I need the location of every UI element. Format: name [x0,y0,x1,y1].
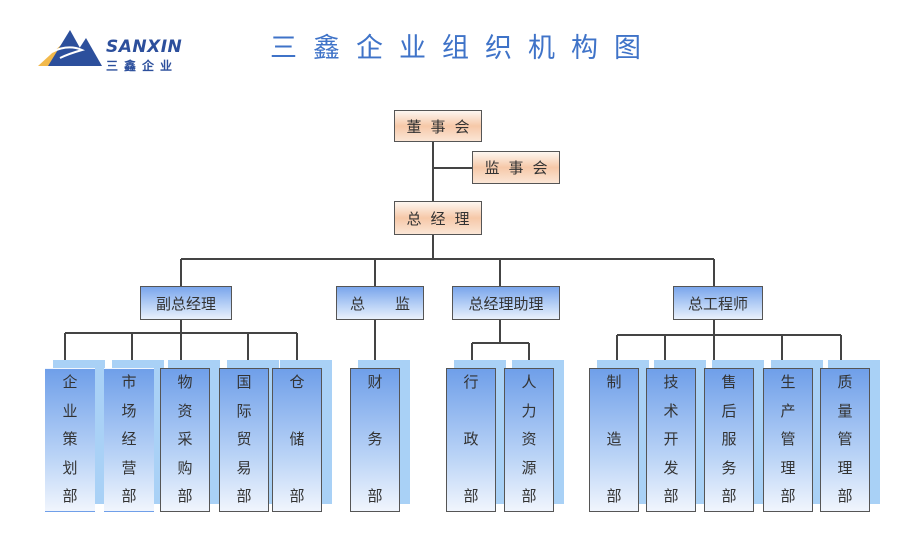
mountain-logo-icon [38,30,102,66]
department-char: 市 [121,373,137,391]
department-box[interactable]: 国际贸易部 [219,368,269,512]
logo-brand-en: SANXIN [106,37,183,57]
department-char: 购 [177,458,193,477]
board-of-supervisors-box[interactable]: 监事会 [472,151,560,184]
department-char: 资 [177,401,193,420]
director-box[interactable]: 总 监 [336,286,424,320]
department-char: 源 [521,458,537,477]
general-manager-box[interactable]: 总经理 [394,201,482,235]
department-item[interactable]: 国际贸易部 [219,360,279,512]
department-char: 造 [606,430,622,448]
department-char: 力 [521,401,537,420]
department-char: 产 [780,401,796,420]
department-char: 部 [463,487,479,505]
department-char: 采 [177,430,193,448]
department-char: 后 [721,401,737,420]
department-item[interactable]: 仓储部 [272,360,332,512]
department-box[interactable]: 技术开发部 [646,368,696,512]
department-char: 务 [721,458,737,477]
department-char: 际 [236,401,252,420]
department-char: 资 [521,430,537,448]
department-char: 制 [606,373,622,391]
department-char: 人 [521,373,537,391]
department-box[interactable]: 物资采购部 [160,368,210,512]
department-char: 企 [62,373,78,391]
company-logo: SANXIN 三鑫企业 [38,26,208,74]
department-char: 财 [367,373,383,391]
department-char: 国 [236,373,252,391]
department-item[interactable]: 售后服务部 [704,360,764,512]
department-char: 仓 [289,373,305,391]
department-char: 易 [236,458,252,477]
department-char: 部 [121,487,137,505]
department-box[interactable]: 仓储部 [272,368,322,512]
department-item[interactable]: 物资采购部 [160,360,220,512]
department-char: 经 [121,430,137,448]
department-char: 部 [780,487,796,505]
department-item[interactable]: 质量管理部 [820,360,880,512]
department-char: 部 [606,487,622,505]
department-char: 部 [837,487,853,505]
department-char: 开 [663,430,679,448]
chief-engineer-box[interactable]: 总工程师 [673,286,763,320]
department-char: 部 [663,487,679,505]
department-char: 贸 [236,430,252,448]
department-char: 储 [289,430,305,448]
department-box[interactable]: 企业策划部 [45,368,95,512]
department-item[interactable]: 技术开发部 [646,360,706,512]
department-box[interactable]: 生产管理部 [763,368,813,512]
department-char: 技 [663,373,679,391]
department-char: 部 [236,487,252,505]
department-box[interactable]: 售后服务部 [704,368,754,512]
department-char: 政 [463,430,479,448]
department-box[interactable]: 行政部 [446,368,496,512]
department-char: 务 [367,430,383,448]
gm-assistant-box[interactable]: 总经理助理 [452,286,560,320]
department-char: 术 [663,401,679,420]
department-char: 质 [837,373,853,391]
department-char: 部 [62,487,78,505]
department-box[interactable]: 人力资源部 [504,368,554,512]
department-box[interactable]: 财务部 [350,368,400,512]
department-char: 部 [177,487,193,505]
department-item[interactable]: 制造部 [589,360,649,512]
department-char: 发 [663,458,679,477]
page-title: 三鑫企业组织机构图 [270,33,657,64]
department-char: 服 [721,430,737,448]
department-item[interactable]: 生产管理部 [763,360,823,512]
department-char: 管 [780,430,796,448]
department-item[interactable]: 行政部 [446,360,506,512]
department-char: 策 [62,430,78,448]
department-char: 部 [721,487,737,505]
board-of-directors-box[interactable]: 董事会 [394,110,482,142]
department-char: 理 [837,458,853,477]
department-box[interactable]: 市场经营部 [104,368,154,512]
deputy-gm-box[interactable]: 副总经理 [140,286,232,320]
logo-brand-cn: 三鑫企业 [106,59,179,73]
department-char: 物 [177,373,193,391]
department-item[interactable]: 企业策划部 [45,360,105,512]
department-char: 划 [62,458,78,477]
department-char: 业 [62,401,78,420]
department-char: 部 [289,487,305,505]
department-item[interactable]: 财务部 [350,360,410,512]
department-box[interactable]: 制造部 [589,368,639,512]
department-char: 量 [837,401,853,420]
department-item[interactable]: 人力资源部 [504,360,564,512]
department-char: 场 [121,401,137,420]
department-item[interactable]: 市场经营部 [104,360,164,512]
department-char: 部 [367,487,383,505]
department-box[interactable]: 质量管理部 [820,368,870,512]
department-char: 生 [780,373,796,391]
department-char: 售 [721,373,737,391]
department-char: 理 [780,458,796,477]
department-char: 营 [121,458,137,477]
department-char: 管 [837,430,853,448]
department-char: 行 [463,373,479,391]
department-char: 部 [521,487,537,505]
